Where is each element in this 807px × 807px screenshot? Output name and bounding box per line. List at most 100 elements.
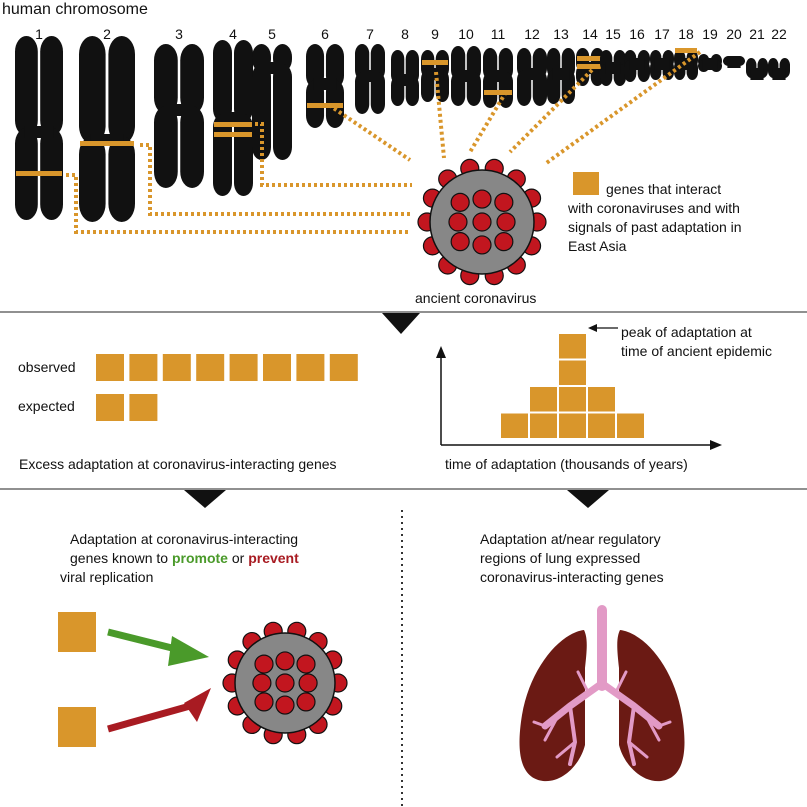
chromosome-21 [746,58,768,80]
chromosome-number-19: 19 [702,26,718,42]
virus-protein [494,192,514,212]
gene-band [307,103,343,108]
histogram-block [559,413,586,438]
chromosome-number-20: 20 [726,26,742,42]
expected-label: expected [18,398,75,414]
bottom-right-line-3: coronavirus-interacting genes [480,569,664,585]
adaptation-histogram [501,334,644,438]
chromosome-17 [650,50,674,80]
histogram-block [617,413,644,438]
virus-protein [472,212,492,232]
legend-line-1: genes that interact [606,181,722,197]
observed-boxes [96,354,358,381]
chromosome-number-15: 15 [605,26,621,42]
bottom-left-line-3: viral replication [60,569,154,585]
gene-band [80,141,134,146]
chromosome-6 [306,44,344,128]
expected-boxes [96,394,158,421]
gene-band [675,48,697,53]
bottom-left-line-2: genes known to promote or prevent [70,549,370,568]
gene-band [16,171,62,176]
legend-gene-swatch [573,172,599,195]
divider-right-arrow [567,490,609,508]
chromosome-number-10: 10 [458,26,474,42]
lungs-icon [519,605,685,782]
histogram-block [559,360,586,385]
histogram-block [530,413,557,438]
x-axis-arrowhead [710,440,722,450]
chromosome-4 [213,40,253,196]
gene-link [543,50,702,166]
legend-line-2: with coronaviruses and with [568,200,740,216]
chromosome-8 [391,50,419,106]
chromosome-13 [547,48,575,104]
peak-line-1: peak of adaptation at [621,324,752,340]
expected-box [96,394,124,421]
observed-box [229,354,258,381]
peak-pointer-arrowhead [588,324,597,332]
promote-word: promote [171,550,228,566]
observed-box [296,354,325,381]
observed-label: observed [18,359,76,375]
bottom-right-description: Adaptation at/near regulatory regions of… [480,530,780,587]
gene-band [214,122,252,127]
virus-protein [472,189,492,209]
observed-box [162,354,191,381]
prevent-arrow-head [184,688,211,722]
chromosome-14 [576,48,604,86]
chromosome-11 [483,48,513,108]
virus-protein [298,673,318,693]
histogram-block [501,413,528,438]
legend-text: genes that interact with coronaviruses a… [568,180,793,256]
chromosome-15 [600,50,626,86]
chromosome-5 [252,44,292,160]
observed-box [329,354,358,381]
virus-protein [494,232,514,252]
histogram-block [559,334,586,359]
x-axis-label: time of adaptation (thousands of years) [445,456,688,472]
chromosome-3 [154,44,204,188]
chromosome-number-22: 22 [771,26,787,42]
chromosome-22 [768,58,790,80]
bottom-left-line-2-start: genes known to [70,550,172,566]
excess-caption: Excess adaptation at coronavirus-interac… [19,456,337,472]
prevent-arrow-shaft [107,702,191,733]
chromosome-number-1: 1 [35,26,43,42]
chromosome-number-8: 8 [401,26,409,42]
chromosome-number-3: 3 [175,26,183,42]
virus-protein [252,673,272,693]
chromosome-19 [698,54,722,72]
histogram-block [588,413,615,438]
virus-label: ancient coronavirus [415,290,537,306]
virus-protein [450,192,470,212]
gene-link [140,143,410,216]
virus-protein [254,692,274,712]
gene-band [577,64,603,69]
virus-protein [450,232,470,252]
chromosome-number-4: 4 [229,26,237,42]
chromosome-number-7: 7 [366,26,374,42]
gene-virus-links [66,50,702,234]
chromosome-number-12: 12 [524,26,540,42]
observed-box [196,354,225,381]
chromosome-2 [79,36,135,222]
bottom-left-description: Adaptation at coronavirus-interacting ge… [60,530,370,587]
promote-gene-box [58,612,96,652]
virus-protein [275,695,295,715]
chromosome-number-18: 18 [678,26,694,42]
chromosome-1 [15,36,63,220]
gene-link [255,122,412,187]
chromosome-number-14: 14 [582,26,598,42]
gene-link [434,71,446,159]
chromosome-number-9: 9 [431,26,439,42]
chromosome-number-6: 6 [321,26,329,42]
virus-protein [296,654,316,674]
chromosome-number-5: 5 [268,26,276,42]
ancient-virus-icon [417,158,547,286]
gene-link [508,68,594,154]
expected-box [129,394,158,421]
gene-band [577,56,603,61]
chromosome-number-21: 21 [749,26,765,42]
promote-arrow-head [168,636,209,666]
